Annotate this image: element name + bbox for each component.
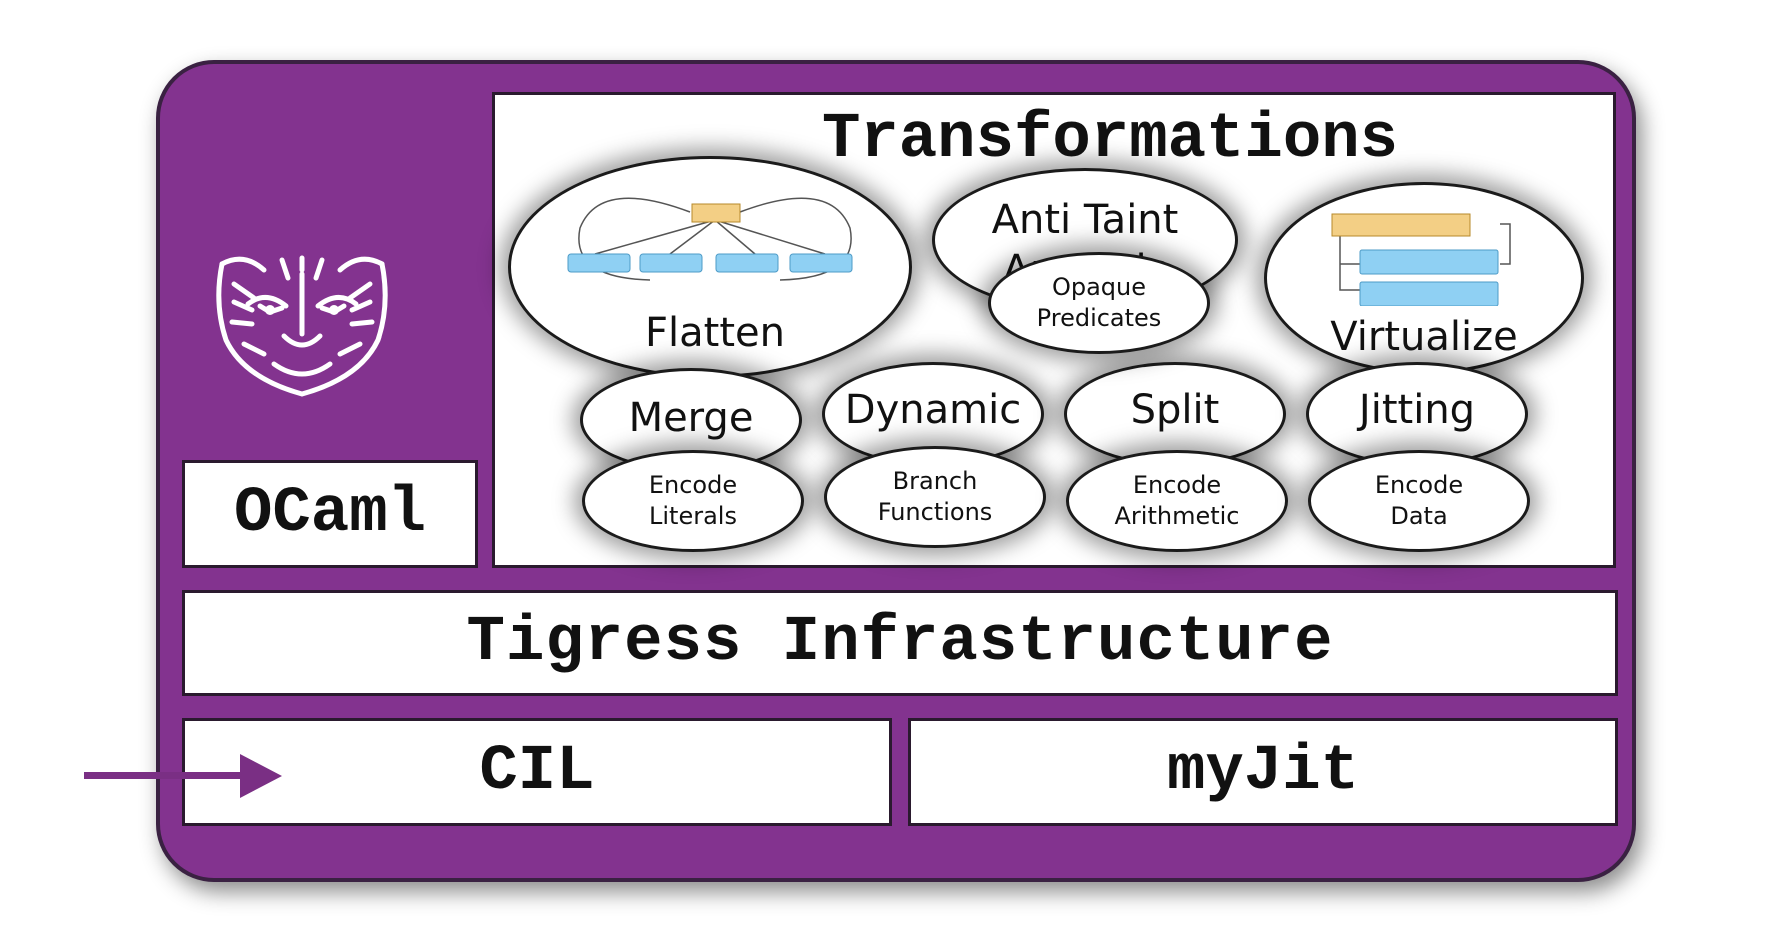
- branch-functions-node: Branch Functions: [824, 446, 1046, 548]
- encode-data-node: Encode Data: [1308, 450, 1530, 552]
- ocaml-box: OCaml: [182, 460, 478, 568]
- encode-arithmetic-node: Encode Arithmetic: [1066, 450, 1288, 552]
- myjit-box: myJit: [908, 718, 1618, 826]
- input-arrow-icon: [84, 772, 248, 779]
- transformations-title: Transformations: [821, 104, 1399, 176]
- input-arrow-head: [240, 754, 282, 798]
- flatten-label: Flatten: [645, 310, 785, 356]
- tigress-infrastructure-box: Tigress Infrastructure: [182, 590, 1618, 696]
- opaque-predicates-node: Opaque Predicates: [988, 252, 1210, 354]
- flatten-diagram-icon: [567, 197, 853, 281]
- split-node: Split: [1064, 362, 1286, 466]
- cil-box: CIL: [182, 718, 892, 826]
- encode-literals-node: Encode Literals: [582, 450, 804, 552]
- tiger-logo-icon: [216, 255, 388, 397]
- virtualize-label: Virtualize: [1330, 314, 1518, 360]
- virtualize-diagram-icon: [1331, 213, 1511, 306]
